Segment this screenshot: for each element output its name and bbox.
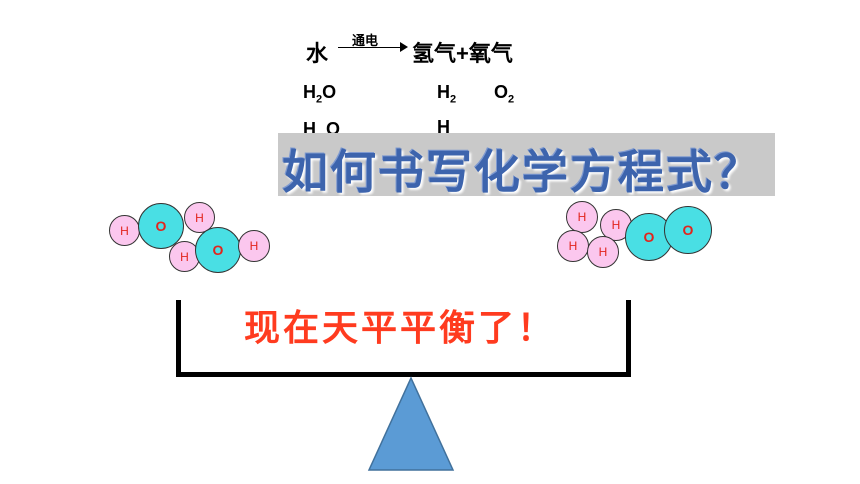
formula-water-sub: 2 xyxy=(316,93,323,106)
formula-oxygen-base: O xyxy=(494,82,509,102)
right-hydrogen-atom-4: H xyxy=(587,236,619,268)
left-oxygen-atom-2: O xyxy=(195,227,241,273)
arrow-shaft xyxy=(338,47,402,48)
formula-oxygen: O2 xyxy=(494,82,514,106)
scale-left-post xyxy=(176,300,181,376)
left-hydrogen-atom-4: H xyxy=(238,230,270,262)
fulcrum-triangle xyxy=(367,376,455,471)
right-hydrogen-atom-1: H xyxy=(566,201,598,233)
right-oxygen-atom-2: O xyxy=(664,206,712,254)
left-oxygen-atom-1: O xyxy=(138,203,184,249)
formula-hydrogen-sub: 2 xyxy=(450,93,457,106)
products-text: 氢气+氧气 xyxy=(412,41,513,66)
reaction-arrow: 通电 xyxy=(338,30,410,60)
reactant-water: 水 xyxy=(306,41,329,66)
formula-water: H2O xyxy=(303,82,336,106)
banner-title: 如何书写化学方程式？ xyxy=(282,146,762,198)
title-banner xyxy=(278,133,775,196)
scale-right-post xyxy=(626,300,631,376)
formula-water-base: H xyxy=(303,82,316,102)
left-hydrogen-atom-1: H xyxy=(109,215,140,246)
arrow-head-icon xyxy=(400,42,408,52)
formula-hydrogen-base: H xyxy=(437,82,450,102)
formula-hydrogen-row2: H xyxy=(437,117,450,137)
formula-oxygen-sub: 2 xyxy=(508,93,515,106)
balanced-text: 现在天平平衡了！ xyxy=(244,307,557,348)
scale-fulcrum xyxy=(367,376,455,471)
reaction-condition: 通电 xyxy=(352,33,379,48)
formula-hydrogen: H2 xyxy=(437,82,456,106)
right-hydrogen-atom-3: H xyxy=(557,230,589,262)
scale-beam xyxy=(176,372,631,377)
formula-water-tail: O xyxy=(322,82,337,102)
